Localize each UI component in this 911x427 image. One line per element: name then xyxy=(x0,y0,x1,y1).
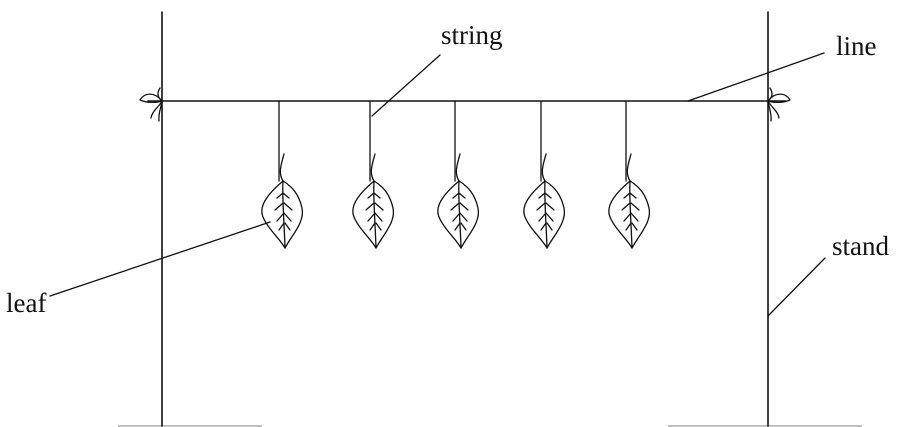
leader-line xyxy=(687,52,825,102)
label-string: string xyxy=(441,20,503,50)
knot-left xyxy=(139,87,163,122)
leaf-string-2 xyxy=(352,100,395,249)
leader-stand xyxy=(767,257,826,317)
leader-leaf xyxy=(49,221,271,297)
leaf-string-3 xyxy=(437,100,480,249)
knot-right xyxy=(767,87,791,122)
label-stand: stand xyxy=(832,231,889,261)
leaf-string-1 xyxy=(261,100,304,249)
leaf-string-5 xyxy=(608,100,651,249)
label-line: line xyxy=(836,31,877,61)
label-leaf: leaf xyxy=(6,288,46,318)
leader-string xyxy=(371,54,441,117)
leaf-string-4 xyxy=(523,100,566,249)
